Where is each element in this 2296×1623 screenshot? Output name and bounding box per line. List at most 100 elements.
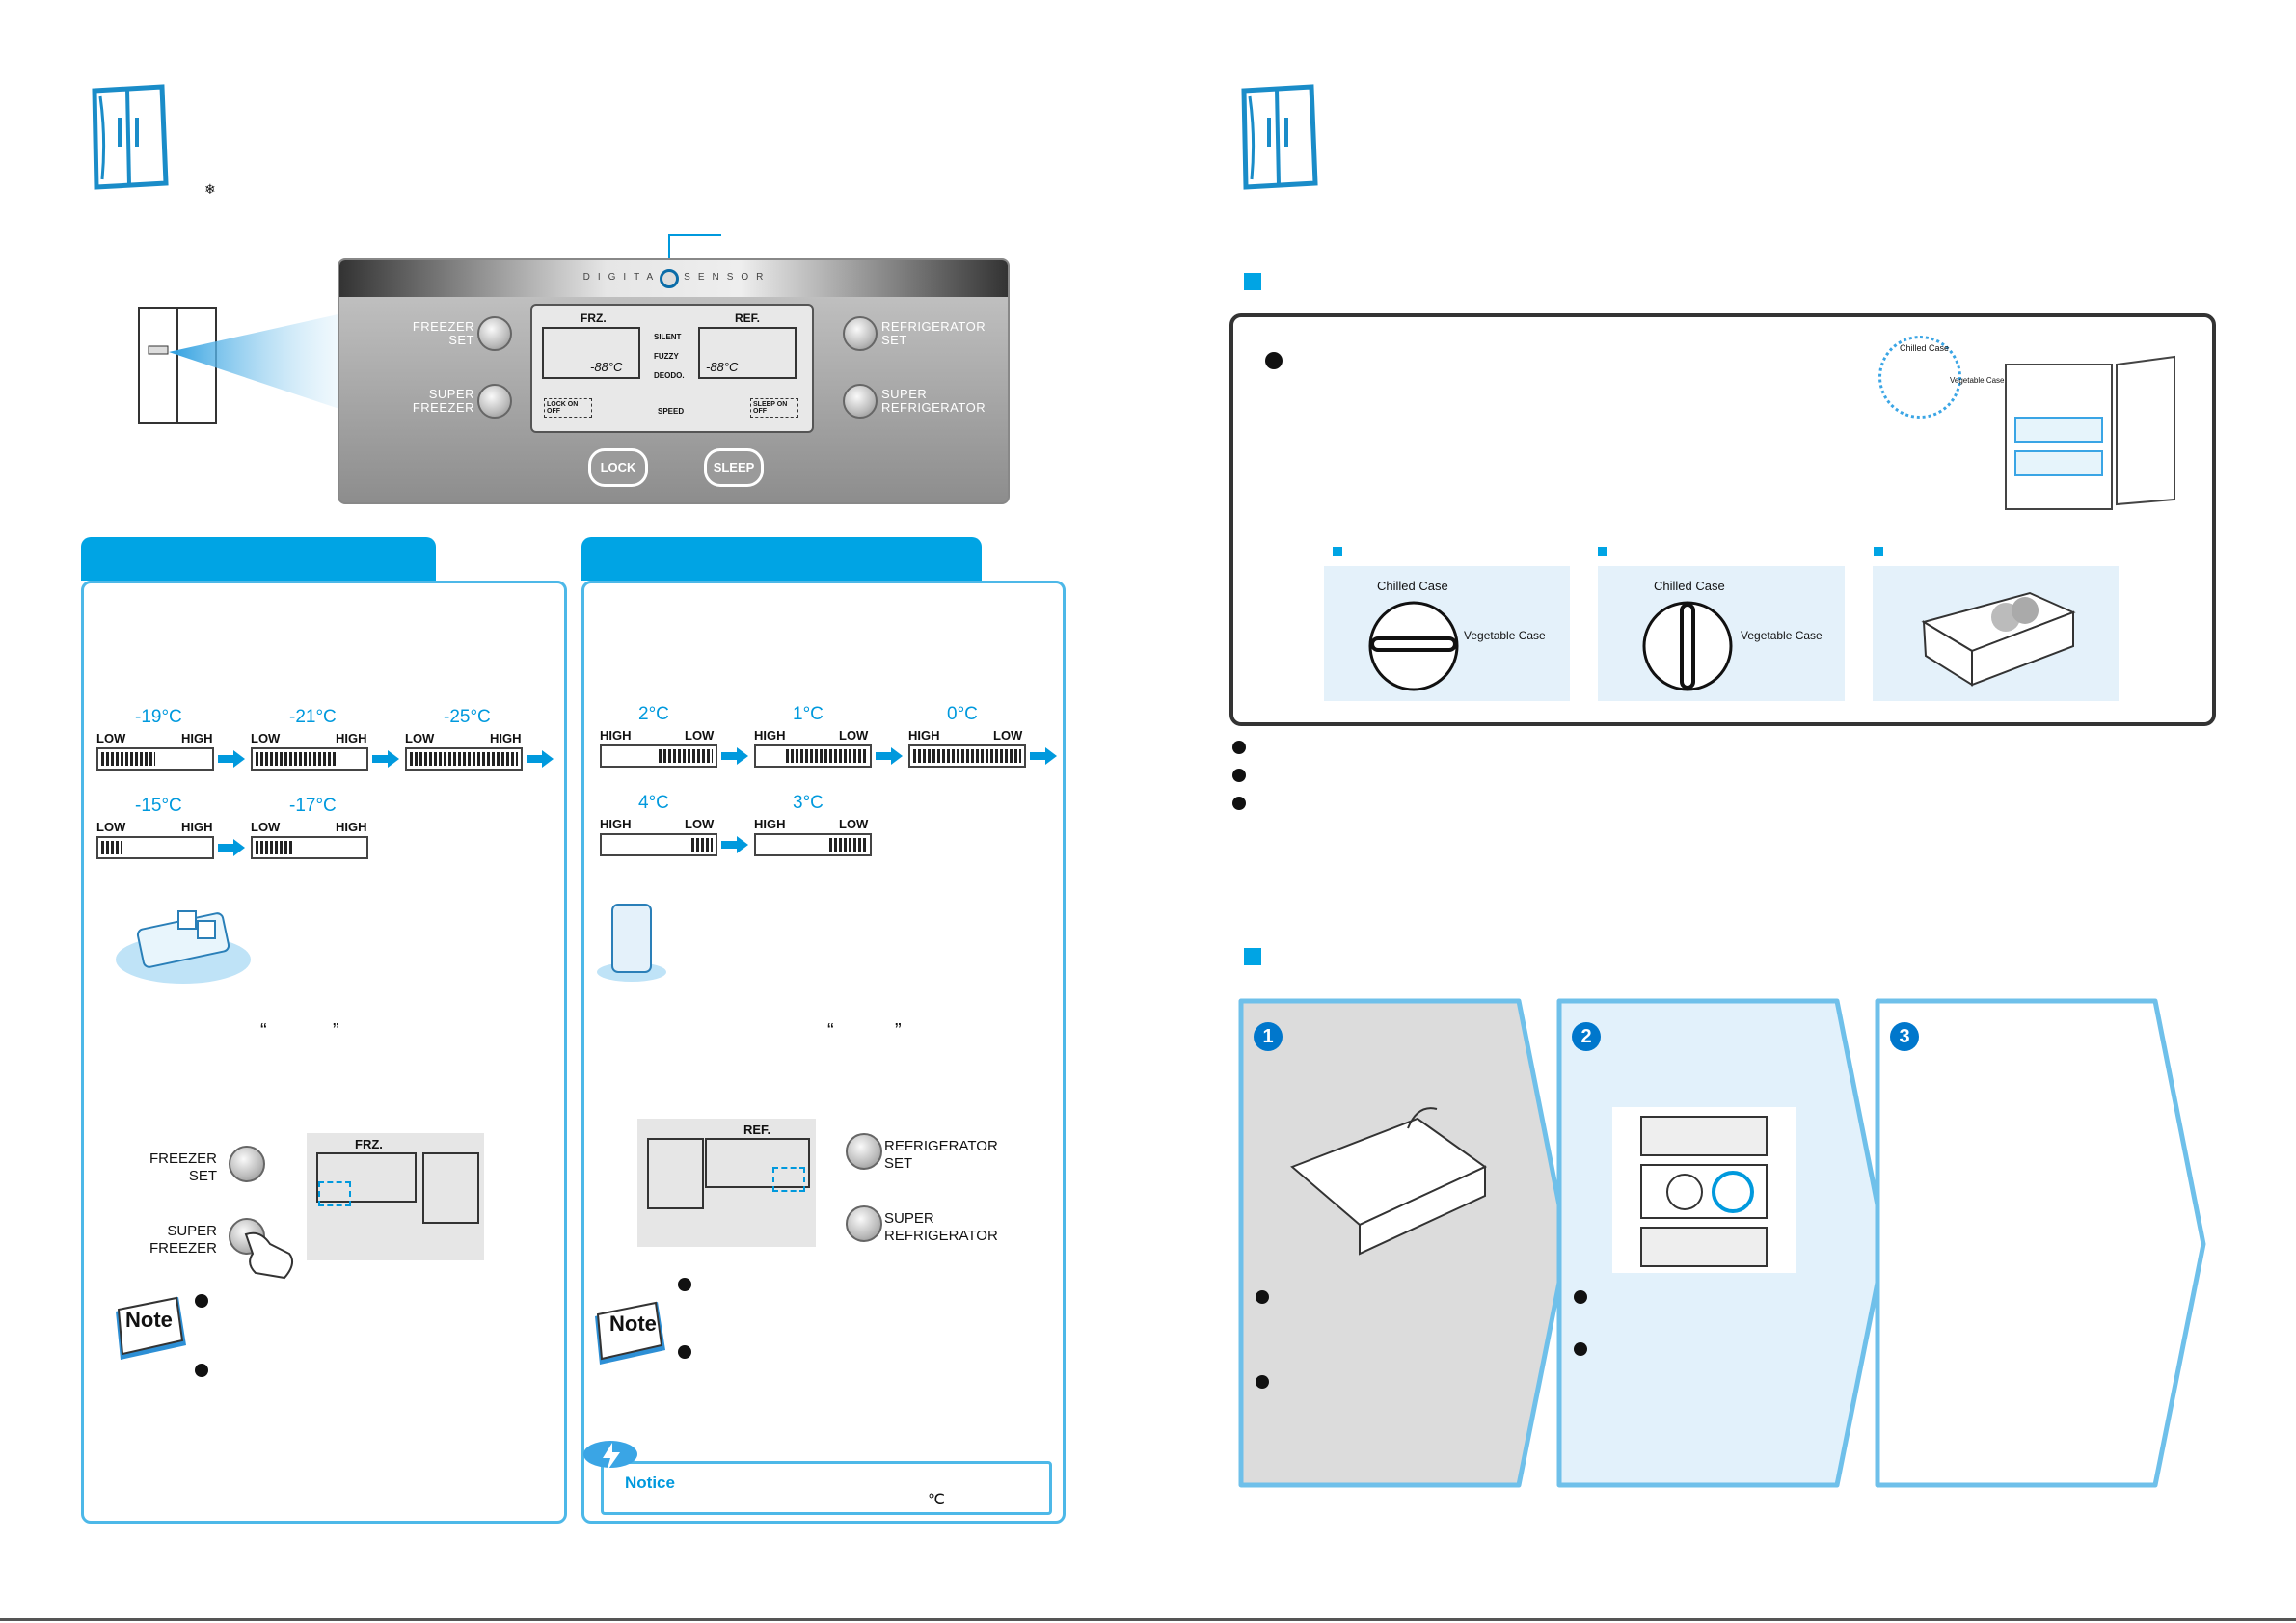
bar-left-label: HIGH xyxy=(600,728,632,743)
lcd-ref: REF. xyxy=(735,311,761,325)
bar-left-label: LOW xyxy=(96,820,126,834)
temp-label: -25°C xyxy=(444,707,491,727)
section-marker-2 xyxy=(1244,948,1261,965)
lcd-temp-ref: -88°C xyxy=(706,360,739,374)
level-bar xyxy=(96,747,214,771)
bullet-a xyxy=(1232,741,1246,754)
next-arrow-icon xyxy=(218,839,245,856)
mini-frz-side xyxy=(422,1152,479,1224)
note-bullet-1 xyxy=(195,1294,208,1308)
temp-label: -19°C xyxy=(135,707,182,727)
level-bar xyxy=(908,744,1026,768)
drawer-zoom-circle xyxy=(1878,336,1961,419)
super-refrigerator-label: SUPER REFRIGERATOR xyxy=(881,387,986,415)
temp-label: 1°C xyxy=(793,704,824,724)
super-freezer-button[interactable] xyxy=(477,384,512,419)
level-bar xyxy=(251,747,368,771)
step-number-1: 1 xyxy=(1254,1022,1283,1051)
lcd-temp-frz: -88°C xyxy=(590,360,623,374)
snowflake-icon: ❄ xyxy=(204,181,216,197)
bar-left-label: LOW xyxy=(251,731,281,745)
lcd-display: FRZ. REF. -88°C -88°C SILENT FUZZY DEODO… xyxy=(530,304,814,433)
card2-vegetable-label: Vegetable Case xyxy=(1741,629,1823,642)
card1-chilled-label: Chilled Case xyxy=(1377,579,1448,593)
note2-bullet-1 xyxy=(678,1278,691,1291)
quote-open: “ xyxy=(260,1020,267,1041)
bar-right-label: LOW xyxy=(839,817,869,831)
super-freezer-label-2: SUPER FREEZER xyxy=(149,1223,217,1257)
freezer-set-label-2: FREEZER SET xyxy=(149,1150,217,1184)
lock-button[interactable]: LOCK xyxy=(588,448,648,487)
lcd-speed: SPEED xyxy=(658,407,685,416)
step-number-3: 3 xyxy=(1890,1022,1919,1051)
bar-right-label: HIGH xyxy=(490,731,522,745)
temp-label: 3°C xyxy=(793,793,824,813)
vertical-knob-icon xyxy=(1641,600,1734,692)
level-bar-fill xyxy=(101,841,122,854)
temp-label: 2°C xyxy=(638,704,669,724)
fridge-logo-icon xyxy=(87,79,174,190)
case-bullet xyxy=(1265,352,1283,369)
mini-ref-title: REF. xyxy=(743,1123,771,1137)
section-marker-1 xyxy=(1244,273,1261,290)
card-marker-3 xyxy=(1874,547,1883,556)
level-bar-fill xyxy=(786,749,867,763)
fridge-panel xyxy=(581,581,1066,1524)
next-arrow-icon xyxy=(218,750,245,768)
lcd-sleep: SLEEP ON OFF xyxy=(750,398,798,418)
temp-label: -17°C xyxy=(289,796,337,816)
freezer-lcd-mini: FRZ. xyxy=(307,1133,484,1260)
bar-left-label: LOW xyxy=(405,731,435,745)
mini-ref-quick xyxy=(772,1167,805,1192)
mini-frz-title: FRZ. xyxy=(355,1137,383,1151)
control-panel: DIGITAL SENSOR FREEZER SET SUPER FREEZER… xyxy=(338,258,1010,504)
refrigerator-set-label: REFRIGERATOR SET xyxy=(881,319,986,347)
display-beam xyxy=(164,313,342,410)
mini-frz-box xyxy=(316,1152,417,1203)
refrigerator-set-button[interactable] xyxy=(843,316,878,351)
level-bar-fill xyxy=(829,838,867,852)
level-bar-fill xyxy=(101,752,155,766)
next-arrow-icon xyxy=(721,836,748,853)
lcd-frz: FRZ. xyxy=(581,311,607,325)
ice-dial-illustration xyxy=(1612,1107,1796,1273)
bottom-rule xyxy=(0,1618,2296,1621)
bullet-c xyxy=(1232,797,1246,810)
next-arrow-icon xyxy=(1030,747,1057,765)
horizontal-knob-icon xyxy=(1367,600,1460,692)
mini-ref-box xyxy=(705,1138,810,1188)
freezer-panel-tab xyxy=(81,537,436,581)
step2-bullet-1 xyxy=(1574,1290,1587,1304)
note2-bullet-2 xyxy=(678,1345,691,1359)
super-refrigerator-button[interactable] xyxy=(843,384,878,419)
refrigerator-set-button-2[interactable] xyxy=(846,1133,882,1170)
super-refrigerator-button-2[interactable] xyxy=(846,1205,882,1242)
temp-label: 4°C xyxy=(638,793,669,813)
note-label-2: Note xyxy=(609,1312,657,1336)
note-bullet-2 xyxy=(195,1364,208,1377)
bar-right-label: HIGH xyxy=(181,731,213,745)
fridge-lcd-mini: REF. xyxy=(637,1119,816,1247)
notice-label: Notice xyxy=(625,1474,675,1492)
temp-label: -21°C xyxy=(289,707,337,727)
bar-right-label: LOW xyxy=(839,728,869,743)
freezer-panel xyxy=(81,581,567,1524)
sleep-button[interactable]: SLEEP xyxy=(704,448,764,487)
bullet-b xyxy=(1232,769,1246,782)
level-bar-fill xyxy=(913,749,1021,763)
level-bar-fill xyxy=(410,752,518,766)
notice-box xyxy=(601,1461,1052,1515)
bar-right-label: HIGH xyxy=(336,731,367,745)
freezer-set-button-2[interactable] xyxy=(229,1146,265,1182)
vegetable-drawer-icon xyxy=(1914,574,2078,690)
freezer-set-button[interactable] xyxy=(477,316,512,351)
mini-frz-quick xyxy=(318,1181,351,1206)
super-freezer-label: SUPER FREEZER xyxy=(412,387,474,415)
note-label: Note xyxy=(125,1308,173,1332)
quote-open-2: “ xyxy=(827,1020,834,1041)
quote-close-2: ” xyxy=(895,1020,902,1041)
mini-ref-side xyxy=(647,1138,704,1209)
refrigerator-set-label-2: REFRIGERATOR SET xyxy=(884,1138,998,1172)
callout-line-vertical xyxy=(668,234,670,263)
level-bar xyxy=(600,833,717,856)
